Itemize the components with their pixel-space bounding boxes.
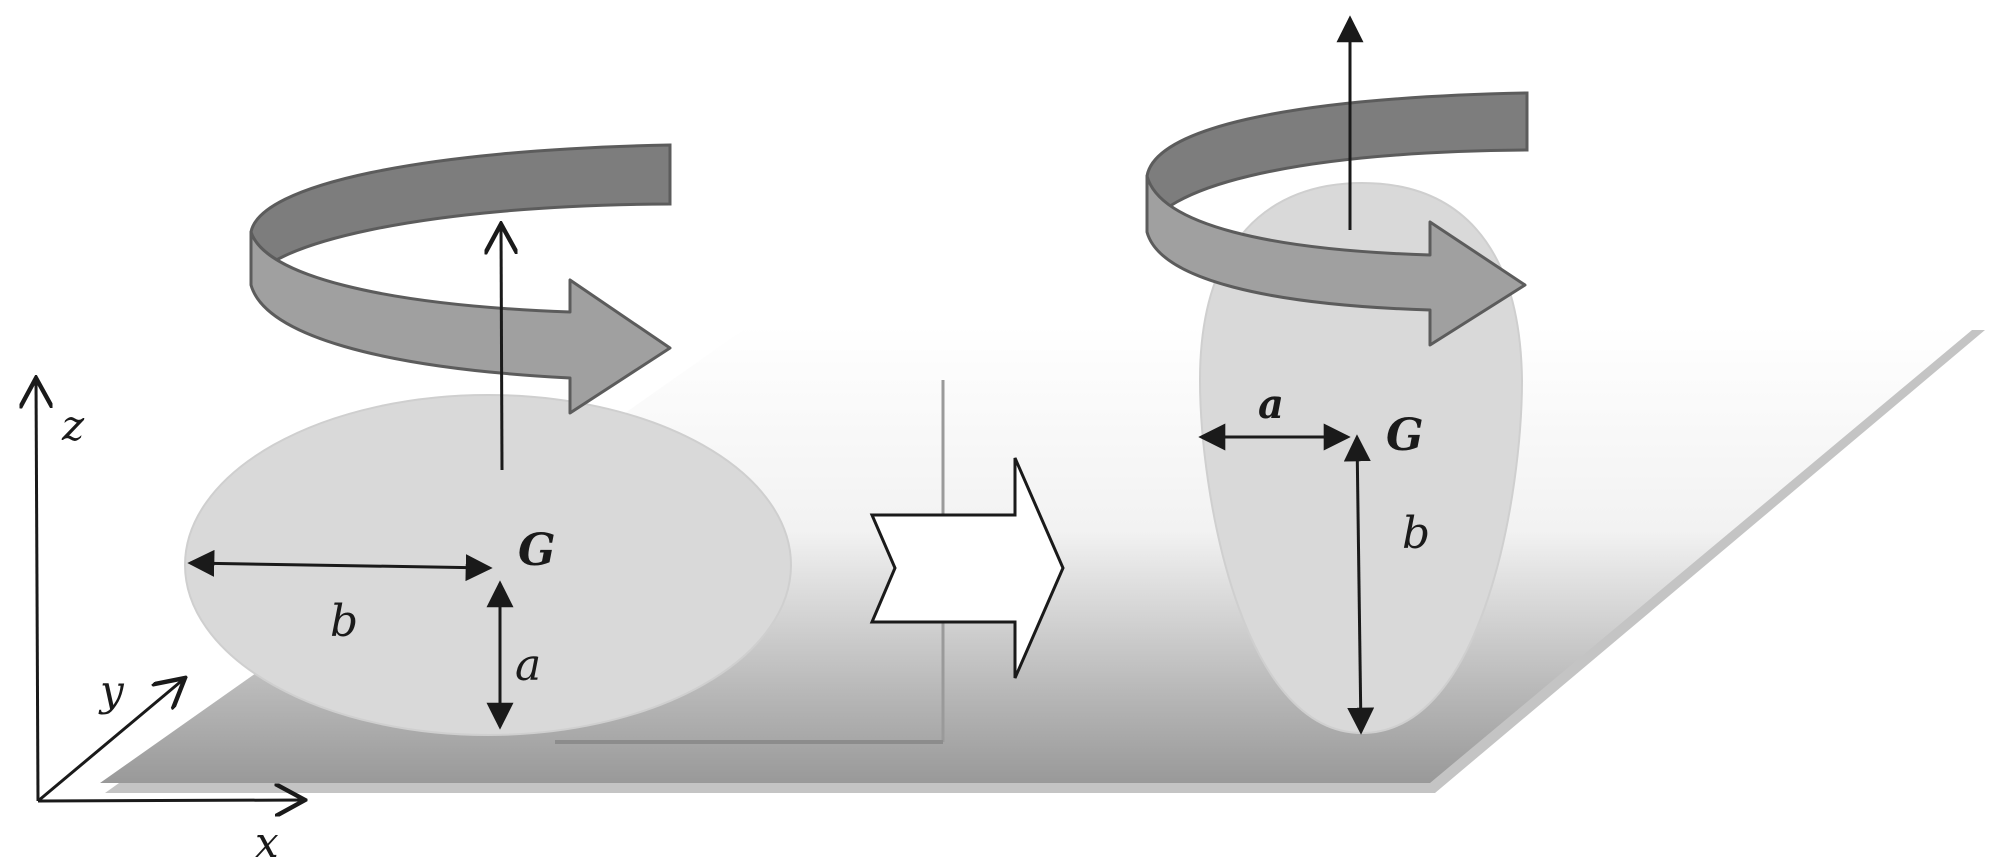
left-rotation-arrow-icon: [249, 143, 672, 286]
y-axis-label: y: [98, 666, 125, 715]
coordinate-axes: [36, 378, 305, 801]
right-b-label: b: [1402, 508, 1430, 559]
left-b-label: b: [330, 596, 358, 647]
right-semi-axis-b-arrow: [1343, 434, 1375, 735]
right-a-label: a: [1258, 381, 1284, 428]
left-center-label: G: [518, 525, 556, 576]
y-axis-arrow: [37, 678, 185, 803]
right-rotation-arrow-front: [1145, 174, 1527, 347]
x-axis-arrow: [37, 800, 305, 801]
left-a-label: a: [515, 640, 541, 691]
left-semi-axis-b-arrow: [187, 549, 493, 582]
z-axis-label: z: [61, 401, 85, 450]
transition-arrow-icon: [869, 457, 1065, 679]
z-axis-arrow: [36, 378, 38, 802]
right-center-label: G: [1386, 410, 1424, 461]
x-axis-label: x: [255, 818, 279, 866]
left-rotation-arrow-front: [249, 230, 672, 415]
left-rotation-axis-arrow: [501, 224, 502, 471]
